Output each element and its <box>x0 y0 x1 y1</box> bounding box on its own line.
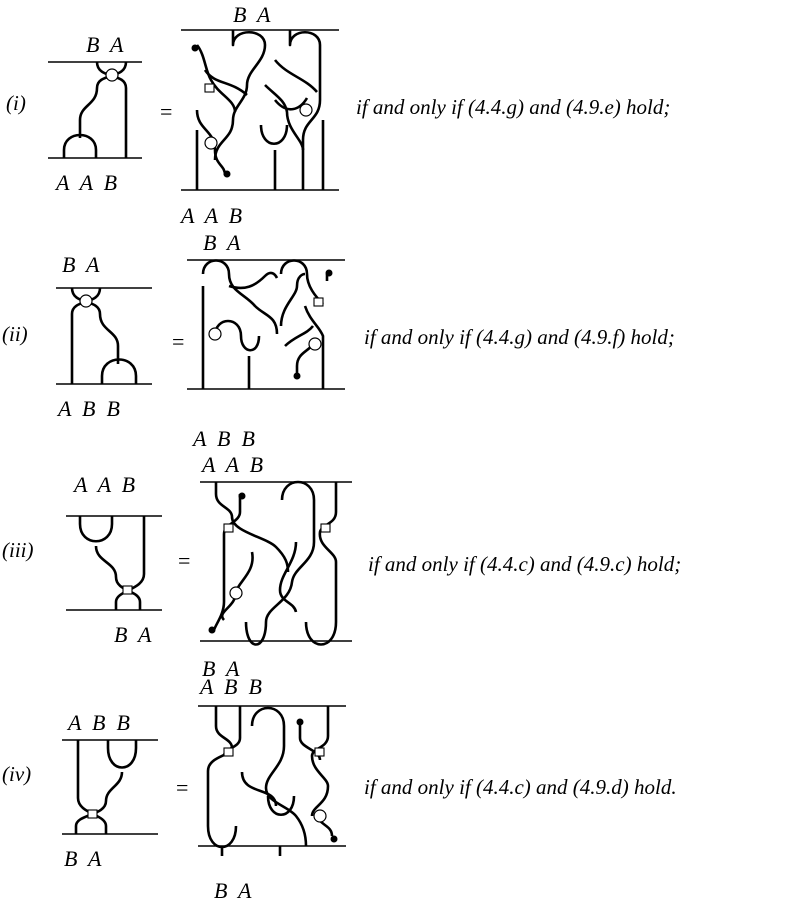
bottom-labels: A A B <box>54 170 117 195</box>
row-label: (iii) <box>2 538 34 562</box>
top-labels: B A <box>86 32 124 57</box>
equals-sign: = <box>160 99 173 124</box>
top-labels: A A B <box>72 472 135 497</box>
equals-sign: = <box>178 548 191 573</box>
equation-row-i: (i) B A A A B = B A A A B if and only <box>0 0 807 230</box>
condition-text: if and only if (4.4.c) and (4.9.c) hold; <box>368 552 682 576</box>
row-label: (i) <box>6 91 26 115</box>
equation-row-ii: (ii) B A A B B = B A A B B if and onl <box>0 226 807 452</box>
lhs-diagram: A B B B A <box>62 710 158 871</box>
condition-text: if and only if (4.4.g) and (4.9.f) hold; <box>364 325 675 349</box>
bottom-labels: A B B <box>56 396 120 421</box>
equals-sign: = <box>172 329 185 354</box>
row-label: (iv) <box>2 762 32 786</box>
condition-text: if and only if (4.4.c) and (4.9.d) hold. <box>364 775 677 799</box>
bottom-labels: A B B <box>191 426 255 451</box>
lhs-diagram: A A B B A <box>66 472 162 647</box>
top-labels: B A <box>62 252 100 277</box>
top-labels: B A <box>233 2 271 27</box>
rhs-diagram: A B B B A <box>198 674 346 903</box>
lhs-diagram: B A A B B <box>56 252 152 421</box>
top-labels: A B B <box>198 674 262 699</box>
top-labels: A A B <box>200 452 263 477</box>
equation-row-iv: (iv) A B B B A = A B B B A if and only i… <box>0 674 807 906</box>
bottom-labels: B A <box>202 656 240 681</box>
bottom-labels: B A <box>114 622 152 647</box>
bottom-labels: A A B <box>179 203 242 228</box>
rhs-diagram: B A A A B <box>179 2 339 228</box>
bottom-labels: B A <box>64 846 102 871</box>
rhs-diagram: A A B B A <box>200 452 352 681</box>
equation-row-iii: (iii) A A B B A = A A B B A if and only … <box>0 452 807 681</box>
bottom-labels: B A <box>214 878 252 903</box>
top-labels: A B B <box>66 710 130 735</box>
equals-sign: = <box>176 775 189 800</box>
lhs-diagram: B A A A B <box>48 32 142 195</box>
row-label: (ii) <box>2 322 28 346</box>
top-labels: B A <box>203 230 241 255</box>
rhs-diagram: B A A B B <box>187 230 345 451</box>
condition-text: if and only if (4.4.g) and (4.9.e) hold; <box>356 95 671 119</box>
